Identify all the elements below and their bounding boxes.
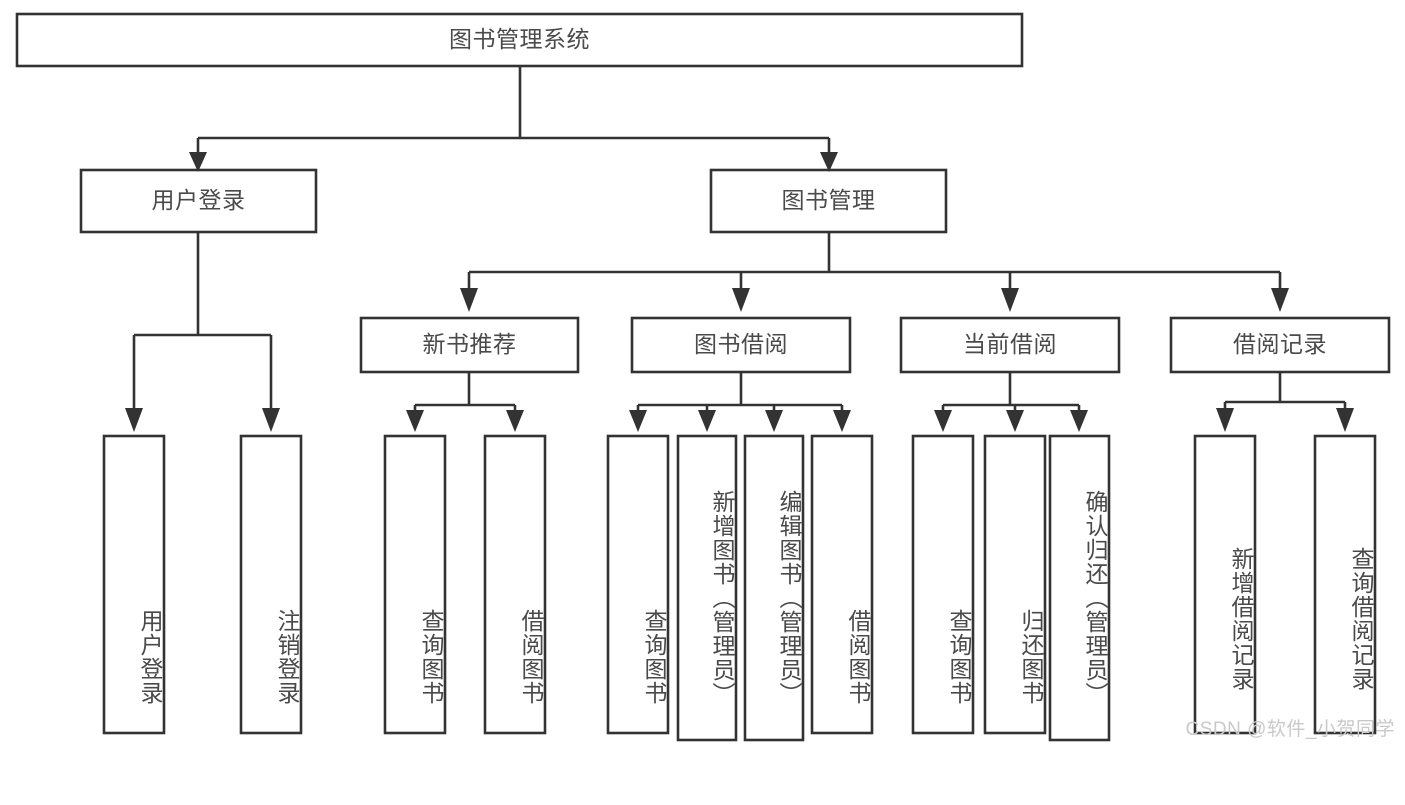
- node-box-current-borrow[interactable]: [899, 316, 1121, 374]
- connector-borrow-record-to-leaves: [1216, 372, 1354, 432]
- connector-new-book-recommend-to-leaves: [406, 372, 524, 432]
- node-box-book-borrow[interactable]: [630, 316, 852, 374]
- node-box-root[interactable]: [15, 12, 1024, 68]
- connector-root-to-level2: [189, 66, 838, 172]
- node-box-leaf-borrow-book-1[interactable]: [483, 434, 547, 735]
- node-box-leaf-logout-login[interactable]: [239, 434, 303, 735]
- connector-book-manage-to-level3: [460, 232, 1289, 312]
- node-box-leaf-query-book-2[interactable]: [606, 434, 670, 735]
- connector-user-login-to-leaves: [125, 232, 280, 432]
- system-function-tree-diagram: 图书管理系统 用户登录 图书管理 新书推荐 图书借阅 当前借阅 借阅记录 用户登…: [15, 12, 1395, 742]
- node-box-leaf-return-book[interactable]: [983, 434, 1047, 735]
- node-box-leaf-edit-book[interactable]: [743, 434, 805, 742]
- node-box-leaf-borrow-book-2[interactable]: [810, 434, 874, 735]
- connector-book-borrow-to-leaves: [629, 372, 851, 432]
- node-box-book-manage[interactable]: [709, 168, 948, 234]
- node-box-leaf-query-book-3[interactable]: [911, 434, 975, 735]
- node-box-borrow-record[interactable]: [1169, 316, 1391, 374]
- node-box-leaf-add-record[interactable]: [1193, 434, 1257, 735]
- diagram-canvas: [15, 12, 1391, 742]
- node-box-leaf-add-book[interactable]: [676, 434, 738, 742]
- node-box-leaf-query-record[interactable]: [1313, 434, 1377, 735]
- node-box-leaf-query-book-1[interactable]: [383, 434, 447, 735]
- node-box-user-login[interactable]: [79, 168, 318, 234]
- node-box-leaf-confirm-return[interactable]: [1048, 434, 1111, 742]
- node-box-leaf-user-login[interactable]: [102, 434, 166, 735]
- node-box-new-book-recommend[interactable]: [359, 316, 580, 374]
- connector-current-borrow-to-leaves: [934, 372, 1088, 432]
